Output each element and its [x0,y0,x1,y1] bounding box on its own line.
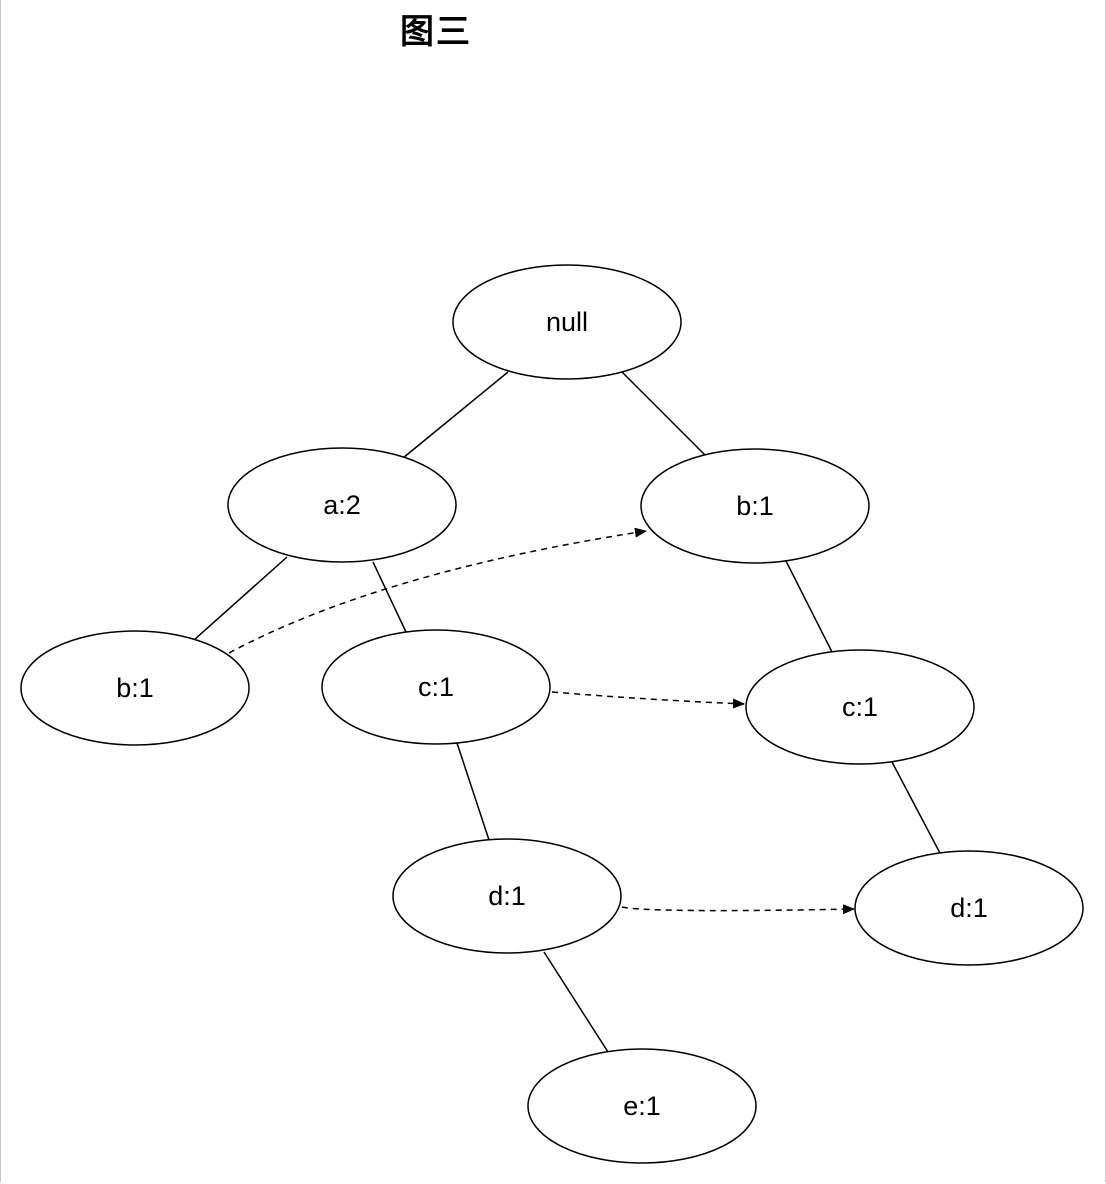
tree-node-c1-mid[interactable]: c:1 [321,629,551,745]
tree-node-b1-left[interactable]: b:1 [20,630,250,746]
link-d1-mid-to-d1-right [621,904,855,915]
link-b1-left-to-b1-right [228,527,647,654]
tree-node-e1[interactable]: e:1 [527,1048,757,1164]
node-label: c:1 [418,672,454,702]
node-label: b:1 [116,673,154,703]
tree-edges [193,371,942,1053]
node-label: a:2 [323,490,361,520]
tree-node-b1-right[interactable]: b:1 [640,448,870,564]
link-c1-mid-to-c1-right [551,691,745,709]
node-label: d:1 [488,881,526,911]
edge-c1-right-to-d1-right [891,761,942,856]
edge-a2-to-c1-mid [372,561,407,633]
node-links [228,527,855,915]
tree-node-d1-mid[interactable]: d:1 [392,838,622,954]
node-label: null [546,307,588,337]
edge-a2-to-b1-left [193,556,288,641]
node-label: b:1 [736,491,774,521]
edge-b1-right-to-c1-right [785,560,833,653]
edge-root-to-a2 [402,371,509,459]
edge-d1-mid-to-e1 [543,951,609,1053]
edge-c1-mid-to-d1-mid [456,742,490,841]
node-label: e:1 [623,1091,661,1121]
tree-node-d1-right[interactable]: d:1 [854,850,1084,966]
diagram-title: 图三 [400,12,472,52]
edge-root-to-b1-right [621,371,706,456]
tree-node-root[interactable]: null [452,264,682,380]
tree-node-a2[interactable]: a:2 [227,447,457,563]
tree-node-c1-right[interactable]: c:1 [745,649,975,765]
node-label: d:1 [950,893,988,923]
node-label: c:1 [842,692,878,722]
